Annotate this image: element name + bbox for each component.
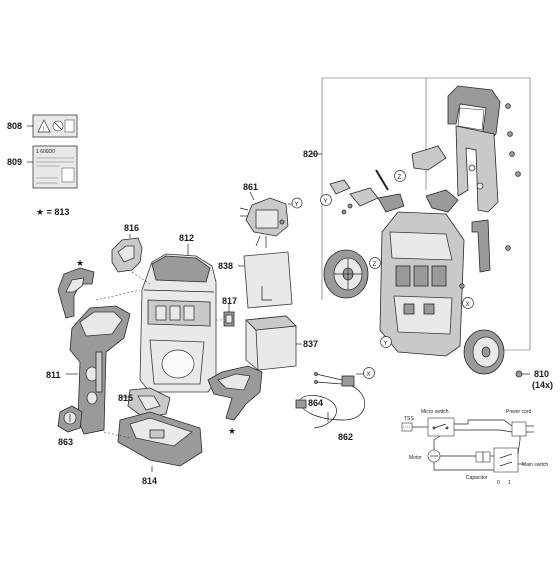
part-upper-frame [455,125,499,213]
part-815-rear-foot [122,387,171,419]
label-814: 814 [142,476,157,486]
part-wheel-left [323,249,369,299]
marker-y-lower [380,336,392,348]
part-863-knob [57,405,83,433]
part-side-bracket [471,219,491,273]
part-810-screw [515,370,530,378]
label-810: 810 [534,369,549,379]
part-wheel-right [463,329,505,375]
label-808: 808 [7,121,22,131]
part-862-power-cord [295,385,366,429]
part-812-main-housing [139,244,217,393]
schematic-capacitor: Capacitor [466,475,488,481]
label-811: 811 [46,370,61,380]
part-864-cable-clip [314,372,355,387]
screws-right [505,103,521,251]
label-812: 812 [179,233,194,243]
marker-z-lower-text: Z [373,262,377,268]
marker-y-upper-text: Y [324,199,328,205]
part-861-pressure-switch [239,191,289,248]
star-marker-lower: ★ [228,426,236,436]
part-811-front-cover [69,305,131,435]
part-813-hook-lower [207,365,263,421]
label-863: 863 [58,437,73,447]
part-813-hook-upper [57,267,95,319]
wiring-schematic: TSS Micro switch Power cord Motor Main s… [401,409,548,486]
part-814-base [117,411,203,472]
star-marker-upper: ★ [76,258,84,268]
marker-y-upper [320,194,332,206]
label-861: 861 [243,182,258,192]
part-chassis [379,211,465,357]
part-linkage [329,169,405,215]
svg-text:!: ! [43,127,44,133]
part-838-cover [238,251,293,309]
label-838: 838 [218,261,233,271]
part-handle [447,85,501,141]
schematic-zero: 0 [497,480,500,486]
marker-y-861 [291,197,303,209]
label-813-legend: ★ = 813 [36,207,69,217]
part-817-clip [223,304,235,327]
marker-y-861-text: Y [295,202,299,208]
marker-z-lower [369,257,381,269]
marker-x-frame-text: X [466,302,470,308]
schematic-main-switch: Main switch [522,462,548,468]
part-cord-hook [411,145,459,213]
schematic-tss: TSS [404,416,414,422]
label-862: 862 [338,432,353,442]
label-815: 815 [118,393,133,403]
label-816: 816 [124,223,139,233]
part-808-warning-label: ! [27,114,78,138]
part-837-insulation [245,315,302,371]
schematic-micro-switch: Micro switch [421,409,449,415]
label-820: 820 [303,149,318,159]
label-864: 864 [308,398,323,408]
label-817: 817 [222,296,237,306]
part-816-bracket [111,234,143,273]
label-810-qty: (14x) [532,380,553,390]
marker-x-cable [363,367,375,379]
label-837: 837 [303,339,318,349]
schematic-motor: Motor [409,455,422,461]
sticker-code: 1 600D0 [36,149,55,155]
marker-z-upper [394,170,406,182]
marker-y-lower-text: Y [384,341,388,347]
marker-z-upper-text: Z [398,175,402,181]
marker-x-cable-text: X [367,372,371,378]
marker-x-frame [462,297,474,309]
label-809: 809 [7,157,22,167]
schematic-one: 1 [508,480,511,486]
part-809-rating-label: 1 600D0 [27,145,78,189]
schematic-power-cord: Power cord [506,409,532,415]
